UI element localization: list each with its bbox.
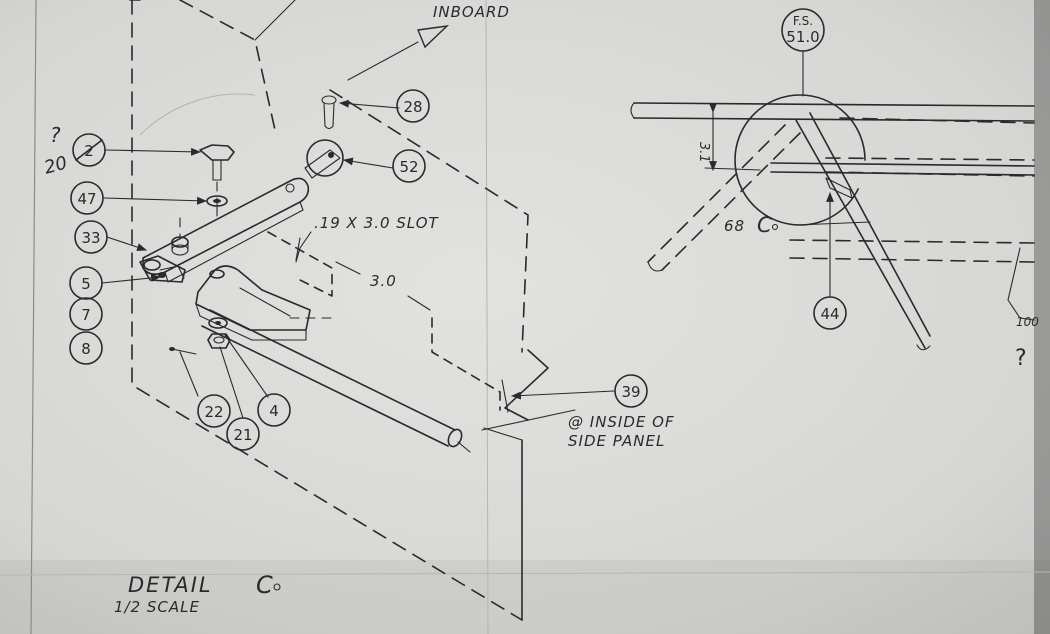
dimension-3-1-text: 3.1 [696,142,711,163]
fold-line-center [485,0,489,634]
slot-label: .19 X 3.0 SLOT [314,214,440,232]
fold-line-left [30,0,37,634]
scale-label: 1/2 SCALE [114,598,200,616]
callout-33: 33 [74,220,108,254]
inside-side-panel-line2: SIDE PANEL [568,432,665,450]
ball-52 [304,139,344,179]
washer-47 [206,195,228,223]
inboard-label: INBOARD [433,3,510,21]
leader-lines [101,99,615,431]
callout-21: 21 [226,417,260,451]
edge-100-text: 100 [1016,315,1039,329]
station-marker: F.S. 51.0 [781,8,825,97]
lower-plate [195,265,333,341]
ref-c-text: C [757,213,772,237]
bottom-shadow [0,560,1050,634]
nut-4 [207,317,231,349]
dimension-3-1: 3.1 [696,103,761,171]
edge-leader [1007,247,1035,321]
right-edge [1034,0,1050,634]
callout-4-text: 4 [269,402,279,420]
cotter-pin-22 [169,347,197,355]
ref-68-text: 68 [724,217,745,235]
upper-link-plate [142,177,310,283]
callout-33-text: 33 [81,229,100,247]
callout-5-text: 5 [81,275,91,293]
callout-4: 4 [257,393,291,427]
callout-44: 44 [813,192,847,330]
callout-44-text: 44 [820,305,839,323]
station-line2: 51.0 [786,28,819,46]
callout-22-text: 22 [204,403,223,421]
station-line1: F.S. [793,14,813,28]
callout-47: 47 [70,181,104,215]
callout-22: 22 [197,394,231,428]
detail-symbol: C [256,571,281,599]
callout-8-text: 8 [81,340,91,358]
callout-28: 28 [396,89,430,123]
detail-title: DETAIL [128,573,213,597]
question-mark-top: ? [50,123,61,147]
callout-28-text: 28 [403,98,422,116]
callout-39-text: 39 [621,383,640,401]
strike-through [75,139,103,161]
slot-outline [267,231,501,411]
callout-8: 8 [69,331,103,365]
bolt-28 [321,95,337,130]
tube-structure [630,94,1035,351]
callout-52: 52 [392,149,426,183]
side-panel-outline [129,0,549,621]
question-mark-right: ? [1015,346,1027,371]
detail-ref-68c: 68 C [724,213,779,237]
push-rod [201,309,471,453]
callout-39: 39 [614,374,648,408]
inboard-arrow [347,25,450,81]
callout-21-text: 21 [233,426,252,444]
callout-2: 2 [72,133,106,167]
callout-7-text: 7 [81,306,91,324]
detail-letter: C [256,571,273,599]
dimension-3-0: 3.0 [370,272,397,290]
callout-47-text: 47 [77,190,96,208]
callout-7: 7 [69,297,103,331]
inside-side-panel-line1: @ INSIDE OF [568,413,675,431]
callout-52-text: 52 [399,158,418,176]
fold-line-horizontal [0,571,1050,576]
faint-arc [139,93,256,136]
callout-5: 5 [69,266,103,300]
